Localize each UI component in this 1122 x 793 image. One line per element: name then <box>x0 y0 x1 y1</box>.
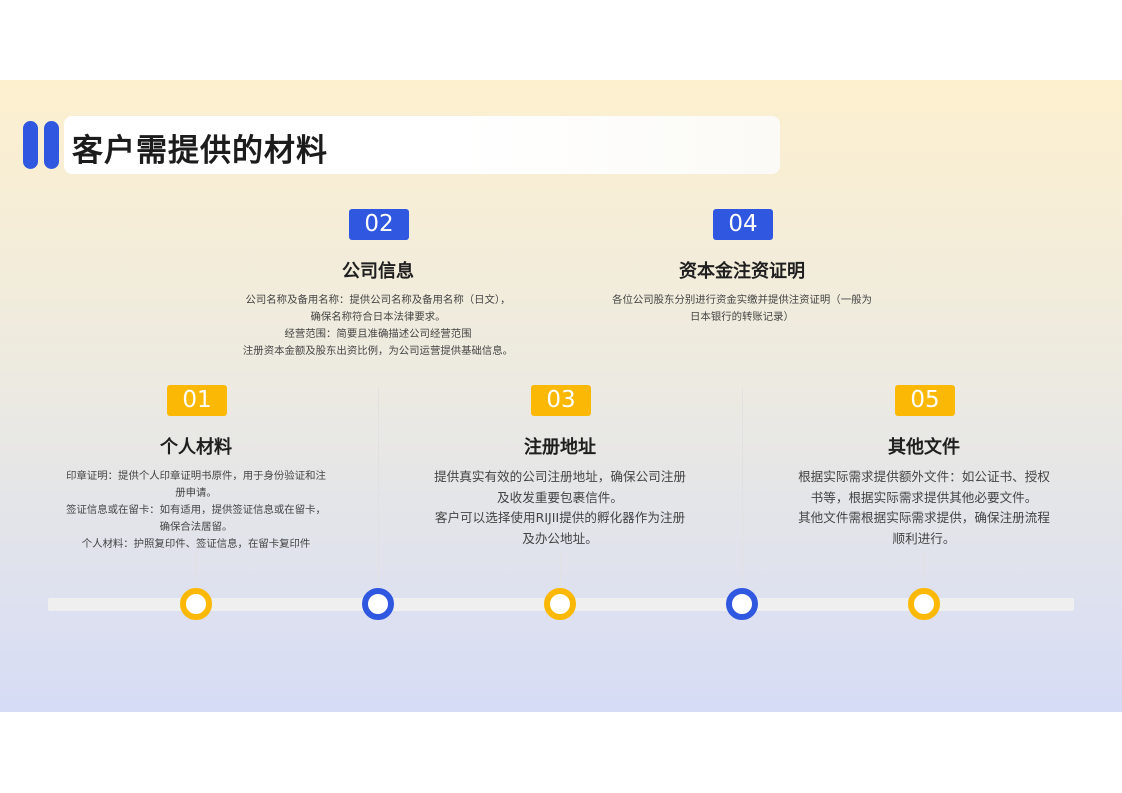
page-title: 客户需提供的材料 <box>72 133 328 169</box>
title-bar: 客户需提供的材料 <box>20 116 780 174</box>
timeline-dot-icon <box>544 588 576 620</box>
accent-bar-icon <box>44 121 59 169</box>
step-description: 公司名称及备用名称：提供公司名称及备用名称（日文），确保名称符合日本法律要求。经… <box>242 294 514 357</box>
timeline-dot-icon <box>908 588 940 620</box>
step-number-badge: 04 <box>713 209 773 240</box>
accent-bar-icon <box>23 121 38 169</box>
slide: 客户需提供的材料 02 公司信息 公司名称及备用名称：提供公司名称及备用名称（日… <box>0 80 1122 712</box>
connector-line <box>196 554 197 598</box>
divider-line <box>742 388 743 602</box>
step-description: 印章证明：提供个人印章证明书原件，用于身份验证和注册申请。签证信息或在留卡：如有… <box>66 470 326 550</box>
step-heading: 个人材料 <box>160 437 232 458</box>
connector-line <box>560 554 561 598</box>
step-heading: 其他文件 <box>888 437 960 458</box>
step-number-badge: 03 <box>531 385 591 416</box>
title-card <box>64 116 780 174</box>
step-description: 各位公司股东分别进行资金实缴并提供注资证明（一般为日本银行的转账记录） <box>612 294 872 323</box>
timeline-dot-icon <box>726 588 758 620</box>
connector-line <box>924 554 925 598</box>
step-description: 根据实际需求提供额外文件：如公证书、授权书等，根据实际需求提供其他必要文件。其他… <box>798 469 1050 546</box>
step-description: 提供真实有效的公司注册地址，确保公司注册及收发重要包裹信件。客户可以选择使用RI… <box>434 469 686 546</box>
timeline-dot-icon <box>362 588 394 620</box>
step-number-badge: 05 <box>895 385 955 416</box>
step-number-badge: 02 <box>349 209 409 240</box>
divider-line <box>378 388 379 602</box>
step-heading: 注册地址 <box>524 437 596 458</box>
timeline-dot-icon <box>180 588 212 620</box>
step-heading: 资本金注资证明 <box>679 261 805 282</box>
step-number-badge: 01 <box>167 385 227 416</box>
step-heading: 公司信息 <box>342 261 414 282</box>
